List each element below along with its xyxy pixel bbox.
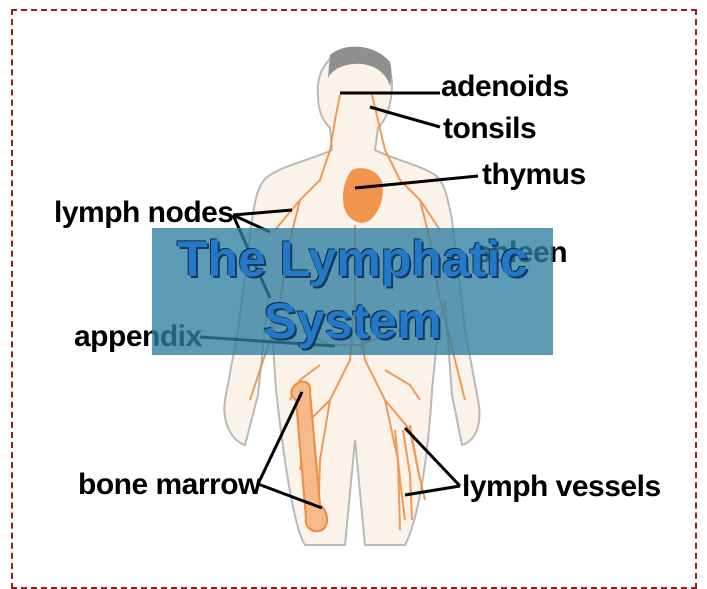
label-bone-marrow: bone marrow bbox=[78, 468, 261, 502]
banner-title-line-2: System bbox=[152, 290, 553, 352]
banner-title-line-1: The Lymphatic bbox=[152, 228, 553, 290]
label-lymph-vessels: lymph vessels bbox=[462, 470, 661, 504]
label-adenoids: adenoids bbox=[441, 70, 569, 104]
label-thymus: thymus bbox=[482, 158, 586, 192]
label-tonsils: tonsils bbox=[443, 112, 536, 146]
label-lymph-nodes: lymph nodes bbox=[54, 196, 234, 230]
